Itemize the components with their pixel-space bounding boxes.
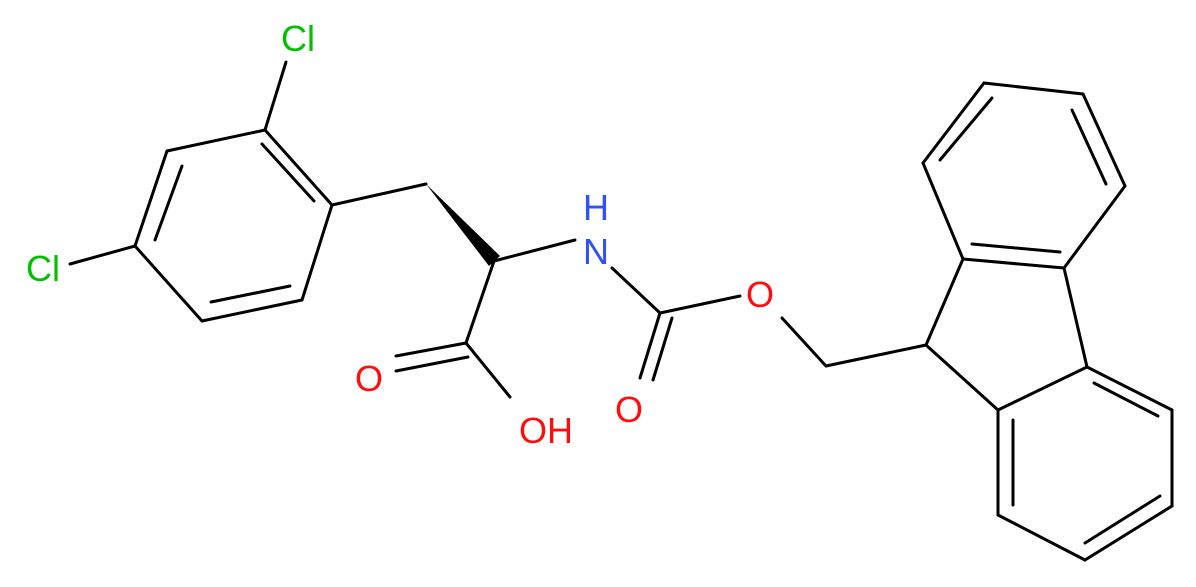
bond	[209, 284, 292, 304]
atom-labels: Cl Cl H N O OH O O	[26, 18, 774, 451]
bond	[165, 128, 267, 153]
bond	[638, 311, 662, 380]
bond	[970, 242, 1062, 254]
bond	[1092, 381, 1160, 418]
bond	[464, 259, 496, 345]
bond	[996, 365, 1089, 412]
bond	[938, 96, 994, 162]
bond	[1070, 108, 1108, 186]
bond	[68, 244, 137, 266]
bond	[300, 203, 334, 302]
bond	[824, 343, 928, 368]
bond	[133, 149, 169, 248]
bond	[1062, 266, 1089, 369]
bond	[260, 142, 316, 203]
amine-hydrogen-label: H	[583, 187, 609, 228]
bond	[921, 81, 986, 165]
bond	[153, 164, 184, 242]
bond	[263, 128, 334, 207]
bond	[263, 60, 288, 132]
bond	[492, 238, 577, 263]
bond	[921, 161, 965, 261]
carbonyl-oxygen-label-acid: O	[355, 358, 383, 399]
bond	[1081, 92, 1127, 188]
bond	[982, 81, 1085, 96]
bond	[651, 316, 674, 382]
chlorine-label-left: Cl	[26, 248, 60, 289]
chlorine-label-top: Cl	[281, 18, 315, 59]
bond	[961, 257, 1066, 270]
wedge-bond	[426, 184, 500, 266]
bond	[1083, 494, 1162, 545]
bond	[394, 341, 468, 358]
hydroxyl-label: OH	[519, 410, 573, 451]
bond	[1062, 184, 1127, 270]
bonds	[68, 60, 1174, 562]
carbonyl-oxygen-label-carbamate: O	[615, 389, 643, 430]
bond	[1085, 365, 1174, 412]
bond	[996, 513, 1087, 562]
bond	[610, 266, 662, 315]
bond	[658, 294, 742, 315]
bond	[330, 182, 428, 207]
bond	[924, 257, 965, 347]
bond	[780, 316, 828, 368]
bond	[133, 244, 204, 323]
bond	[394, 355, 470, 373]
ester-oxygen-label: O	[746, 274, 774, 315]
bond	[1083, 504, 1174, 562]
bond	[200, 298, 304, 323]
nitrogen-label: N	[583, 231, 609, 272]
bond	[464, 341, 512, 399]
bond	[924, 343, 1000, 412]
